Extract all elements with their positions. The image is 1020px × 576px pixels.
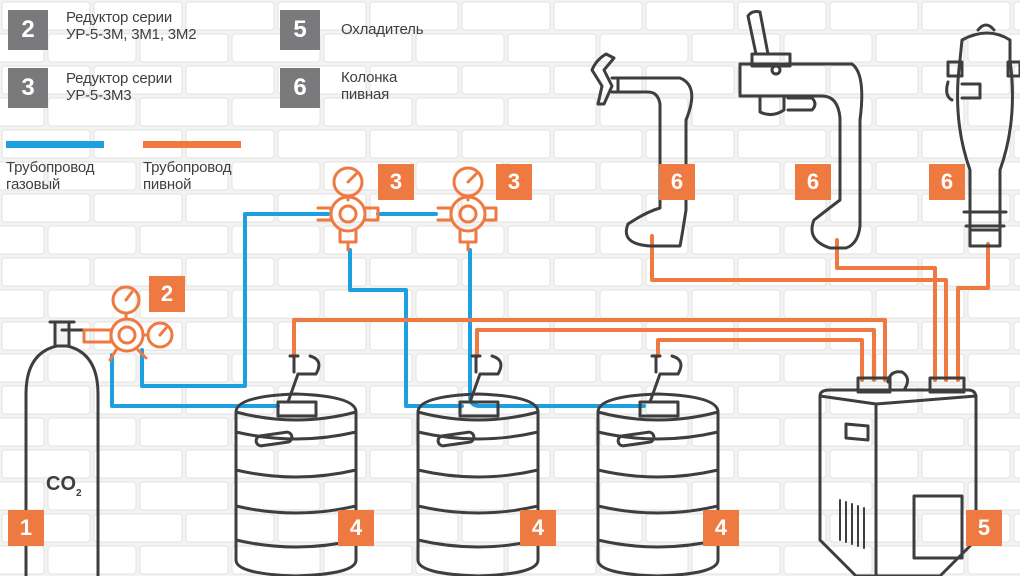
tag-cooler: 5 (966, 510, 1002, 546)
beer-lines (292, 234, 990, 382)
legend-label-regulator-3: Редуктор серии УР-5-3М3 (66, 70, 173, 104)
legend-badge-5: 5 (280, 10, 320, 50)
legend-label-cooler: Охладитель (341, 21, 424, 38)
tag-tower-3: 6 (929, 164, 965, 200)
tag-keg-3: 4 (703, 510, 739, 546)
tag-tower-2: 6 (795, 164, 831, 200)
regulator-3-first (316, 166, 380, 252)
co2-subscript: 2 (76, 488, 82, 499)
keg-2 (416, 354, 540, 576)
tag-keg-1: 4 (338, 510, 374, 546)
gas-line-cylinder-to-keg-1 (110, 353, 280, 408)
keg-1 (234, 354, 358, 576)
legend-badge-3: 3 (8, 68, 48, 108)
beer-line-keg-2 (475, 328, 876, 382)
co2-cylinder (24, 320, 100, 576)
legend-label-regulator-2: Редуктор серии УР-5-3М, 3М1, 3М2 (66, 9, 197, 43)
tag-regulator-3-second: 3 (496, 164, 532, 200)
beer-line-tower-3 (956, 242, 990, 382)
legend-badge-6: 6 (280, 68, 320, 108)
legend-badge-2: 2 (8, 10, 48, 50)
gas-pipe-legend-line (6, 141, 104, 148)
gas-pipe-legend-label: Трубопровод газовый (6, 159, 95, 193)
beer-pipe-legend-line (143, 141, 241, 148)
beer-line-keg-3 (656, 338, 864, 382)
beer-tower-1 (590, 52, 694, 248)
co2-label: CO (46, 473, 76, 495)
tag-cylinder: 1 (8, 510, 44, 546)
beer-tower-2 (738, 10, 864, 250)
beer-pipe-legend-label: Трубопровод пивной (143, 159, 232, 193)
beer-line-tower-2 (835, 238, 937, 382)
tag-tower-1: 6 (659, 164, 695, 200)
cooler (818, 370, 978, 576)
gas-line-reg3-to-keg-2 (348, 248, 464, 408)
gas-lines (110, 212, 646, 408)
tag-regulator-3-first: 3 (378, 164, 414, 200)
legend-label-tower: Колонка пивная (341, 69, 398, 103)
beer-line-tower-1 (650, 234, 948, 382)
beer-tower-3 (945, 23, 1020, 248)
regulator-3-second (436, 166, 498, 252)
tag-regulator-2: 2 (149, 276, 185, 312)
regulator-2 (82, 285, 174, 362)
tag-keg-2: 4 (520, 510, 556, 546)
keg-3 (596, 354, 720, 576)
beer-line-keg-1 (292, 318, 887, 382)
gas-line-reg2-to-reg3 (140, 212, 330, 388)
